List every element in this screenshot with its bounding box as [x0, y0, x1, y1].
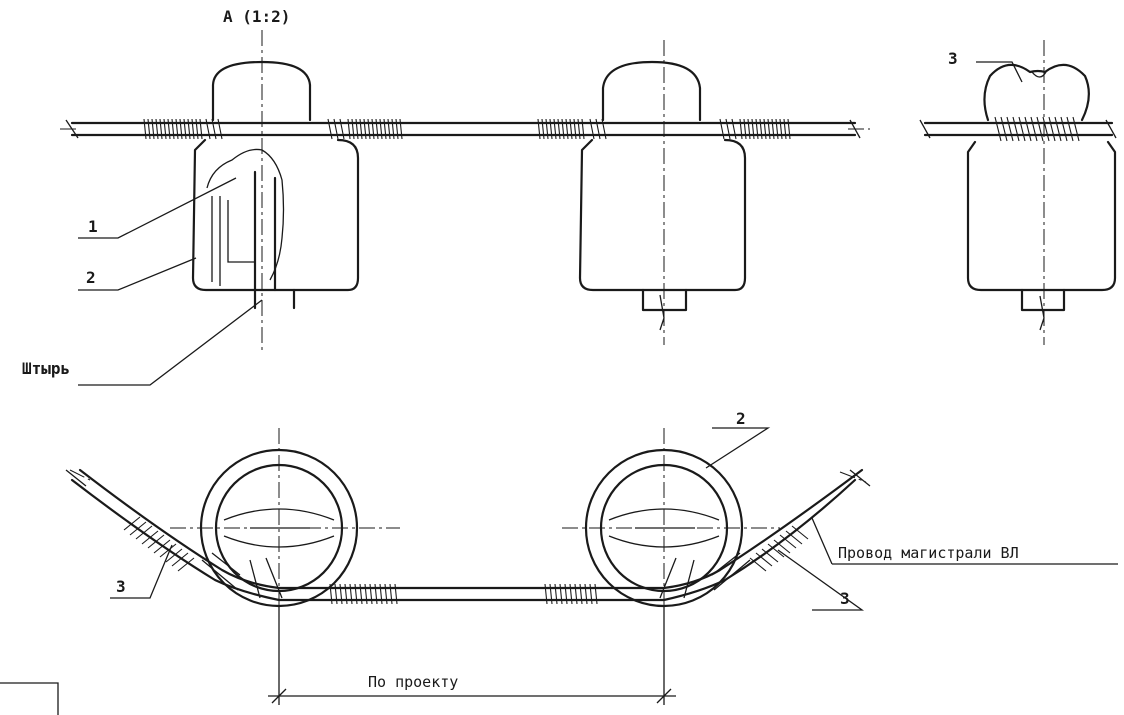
callout-2: 2: [86, 268, 96, 287]
wire-label: Провод магистрали ВЛ: [838, 544, 1019, 562]
plan-leaders: [110, 427, 1118, 611]
insulator-side-view: [919, 40, 1117, 345]
dimension-label: По проекту: [368, 673, 458, 691]
plan-wire: [65, 468, 871, 602]
callout-1: 1: [88, 217, 98, 236]
insulator-left-elevation: [191, 30, 360, 350]
callout-3-top: 3: [948, 49, 958, 68]
callout-2-plan: 2: [736, 409, 746, 428]
frame-corner: [0, 682, 59, 715]
callout-3-left: 3: [116, 577, 126, 596]
callout-3-right: 3: [840, 589, 850, 608]
dimension-line: [268, 605, 676, 705]
plan-bindings: [123, 516, 809, 605]
elevation-leaders: [78, 177, 263, 386]
elevation-bindings: [143, 118, 791, 140]
callout-pin: Штырь: [22, 359, 70, 378]
view-title: A (1:2): [223, 7, 290, 26]
elevation-wire: [60, 119, 870, 139]
insulator-right-elevation: [578, 40, 747, 345]
